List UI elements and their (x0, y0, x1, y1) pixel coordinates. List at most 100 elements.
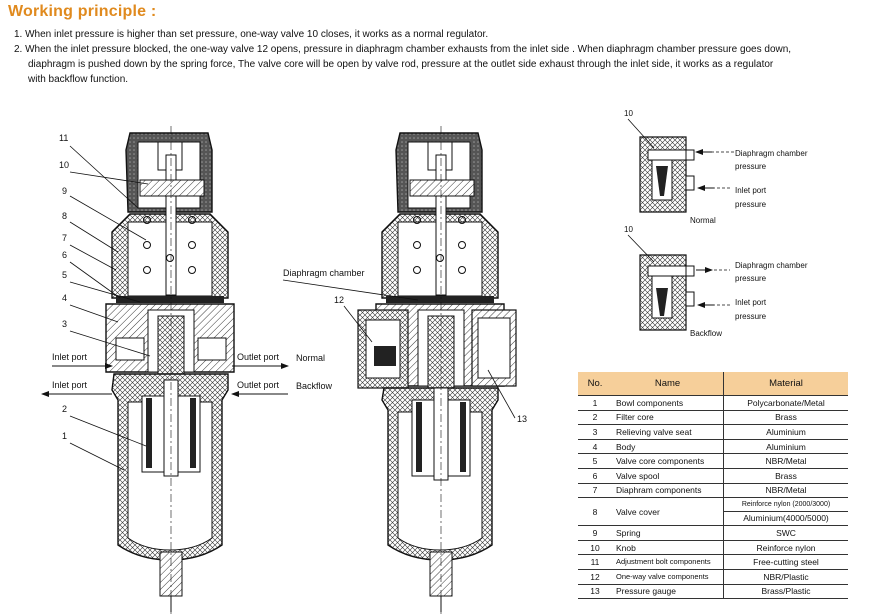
row-name: Relieving valve seat (612, 424, 724, 440)
outlet-port-label-normal: Outlet port (237, 352, 280, 362)
row-name: Filter core (612, 410, 724, 426)
row-material: Brass (723, 410, 848, 426)
callout-13: 13 (517, 414, 527, 424)
row-no: 13 (578, 584, 612, 600)
row-material: SWC (723, 525, 848, 541)
row-name: Valve spool (612, 468, 724, 484)
detail-normal-diaphragm-line1: Diaphragm chamber (735, 149, 808, 158)
callout-12: 12 (334, 295, 344, 305)
row-name: Valve cover (612, 497, 724, 527)
detail-backflow-diaphragm-line2: pressure (735, 274, 767, 283)
inlet-port-label-normal: Inlet port (52, 352, 88, 362)
detail-backflow-inlet-line2: pressure (735, 312, 767, 321)
row-material: Brass/Plastic (723, 584, 848, 600)
left-regulator-section (105, 126, 235, 614)
row-name: Knob (612, 540, 724, 556)
header-no: No. (578, 372, 612, 396)
row-no: 7 (578, 483, 612, 499)
row-no: 1 (578, 395, 612, 411)
row-material: NBR/Metal (723, 483, 848, 499)
row-material: Aluminium (723, 439, 848, 455)
row-name: Body (612, 439, 724, 455)
row-no: 4 (578, 439, 612, 455)
table-row: 8 Valve cover Reinforce nylon (2000/3000… (578, 497, 848, 527)
paragraph-2-line-1: 2. When the inlet pressure blocked, the … (14, 44, 792, 55)
row-material: Free-cutting steel (723, 554, 848, 570)
row-material: Reinforce nylon (723, 540, 848, 556)
row-no: 6 (578, 468, 612, 484)
detail-backflow-diaphragm-line1: Diaphragm chamber (735, 261, 808, 270)
detail-normal-inlet-line2: pressure (735, 200, 767, 209)
left-callouts (69, 145, 151, 471)
diaphragm-chamber-label: Diaphragm chamber (283, 268, 365, 278)
row-name: Spring (612, 525, 724, 541)
row-no: 2 (578, 410, 612, 426)
detail-normal-valve (639, 136, 695, 213)
detail-backflow-valve (639, 254, 695, 331)
callout-4: 4 (62, 293, 67, 303)
header-material: Material (723, 372, 848, 396)
callout-7: 7 (62, 233, 67, 243)
callout-2: 2 (62, 404, 67, 414)
row-name: Bowl components (612, 395, 724, 411)
row-material: Polycarbonate/Metal (723, 395, 848, 411)
callout-6: 6 (62, 250, 67, 260)
detail-backflow-callout: 10 (624, 225, 633, 234)
detail-normal-caption: Normal (690, 216, 716, 225)
header-name: Name (612, 372, 724, 396)
callout-3: 3 (62, 319, 67, 329)
row-name: One-way valve components (612, 569, 724, 585)
row-name: Valve core components (612, 453, 724, 469)
center-regulator-section (357, 126, 517, 614)
paragraph-2-line-2: diaphragm is pushed down by the spring f… (28, 59, 774, 70)
callout-10: 10 (59, 160, 69, 170)
row-no: 10 (578, 540, 612, 556)
mode-normal-label: Normal (296, 353, 325, 363)
row-no: 12 (578, 569, 612, 585)
outlet-port-label-backflow: Outlet port (237, 380, 280, 390)
detail-normal-inlet-line1: Inlet port (735, 186, 767, 195)
detail-normal-callout: 10 (624, 109, 633, 118)
table-header-row: No. Name Material (578, 372, 848, 396)
mode-backflow-label: Backflow (296, 381, 333, 391)
row-no: 9 (578, 525, 612, 541)
row-material: NBR/Plastic (723, 569, 848, 585)
row-material-a: Reinforce nylon (2000/3000) (724, 499, 848, 513)
row-no: 8 (578, 497, 612, 527)
principle-paragraph-1: 1. When inlet pressure is higher than se… (14, 29, 489, 40)
detail-backflow-caption: Backflow (690, 329, 722, 338)
paragraph-2-line-3: with backflow function. (28, 74, 129, 85)
row-no: 5 (578, 453, 612, 469)
row-material: NBR/Metal (723, 453, 848, 469)
row-name: Pressure gauge (612, 584, 724, 600)
row-material: Reinforce nylon (2000/3000) Aluminium(40… (723, 497, 848, 527)
row-name: Adjustment bolt components (612, 554, 724, 570)
row-material: Aluminium (723, 424, 848, 440)
detail-backflow-inlet-line1: Inlet port (735, 298, 767, 307)
section-heading: Working principle : (8, 3, 157, 20)
detail-normal-diaphragm-line2: pressure (735, 162, 767, 171)
callout-5: 5 (62, 270, 67, 280)
principle-paragraph-2: 2. When the inlet pressure blocked, the … (14, 42, 874, 87)
row-material: Brass (723, 468, 848, 484)
row-no: 11 (578, 554, 612, 570)
row-no: 3 (578, 424, 612, 440)
callout-8: 8 (62, 211, 67, 221)
inlet-port-label-backflow: Inlet port (52, 380, 88, 390)
callout-11: 11 (59, 133, 68, 143)
row-name: Diaphram components (612, 483, 724, 499)
row-material-b: Aluminium(4000/5000) (743, 513, 829, 524)
callout-9: 9 (62, 186, 67, 196)
